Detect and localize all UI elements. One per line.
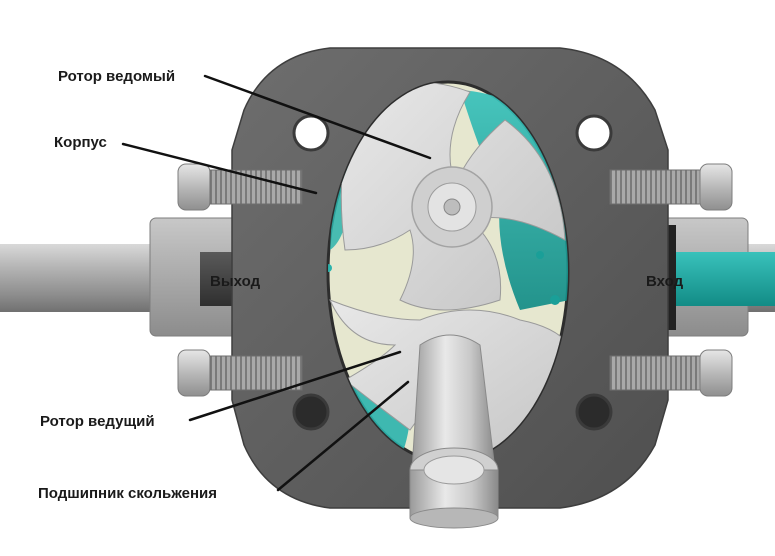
label-housing: Корпус xyxy=(54,134,107,151)
leader-lines xyxy=(121,74,432,492)
driven-rotor xyxy=(340,82,566,311)
label-bearing: Подшипник скольжения xyxy=(38,485,217,502)
inlet-pipe xyxy=(565,217,775,337)
label-driven-rotor: Ротор ведомый xyxy=(58,68,175,85)
leader-bearing xyxy=(276,380,410,492)
label-drive-rotor: Ротор ведущий xyxy=(40,413,155,430)
leader-drive-rotor xyxy=(188,350,402,422)
label-inlet: Вход xyxy=(646,273,684,290)
leader-housing xyxy=(121,142,318,195)
bolt-bottom-right xyxy=(609,349,733,397)
bolt-bottom-left xyxy=(177,349,303,397)
bolt-top-right xyxy=(609,163,733,211)
leader-driven-rotor xyxy=(203,74,432,160)
bearing-shaft xyxy=(409,334,499,529)
label-outlet: Выход xyxy=(210,273,261,290)
bolt-top-left xyxy=(177,163,303,211)
